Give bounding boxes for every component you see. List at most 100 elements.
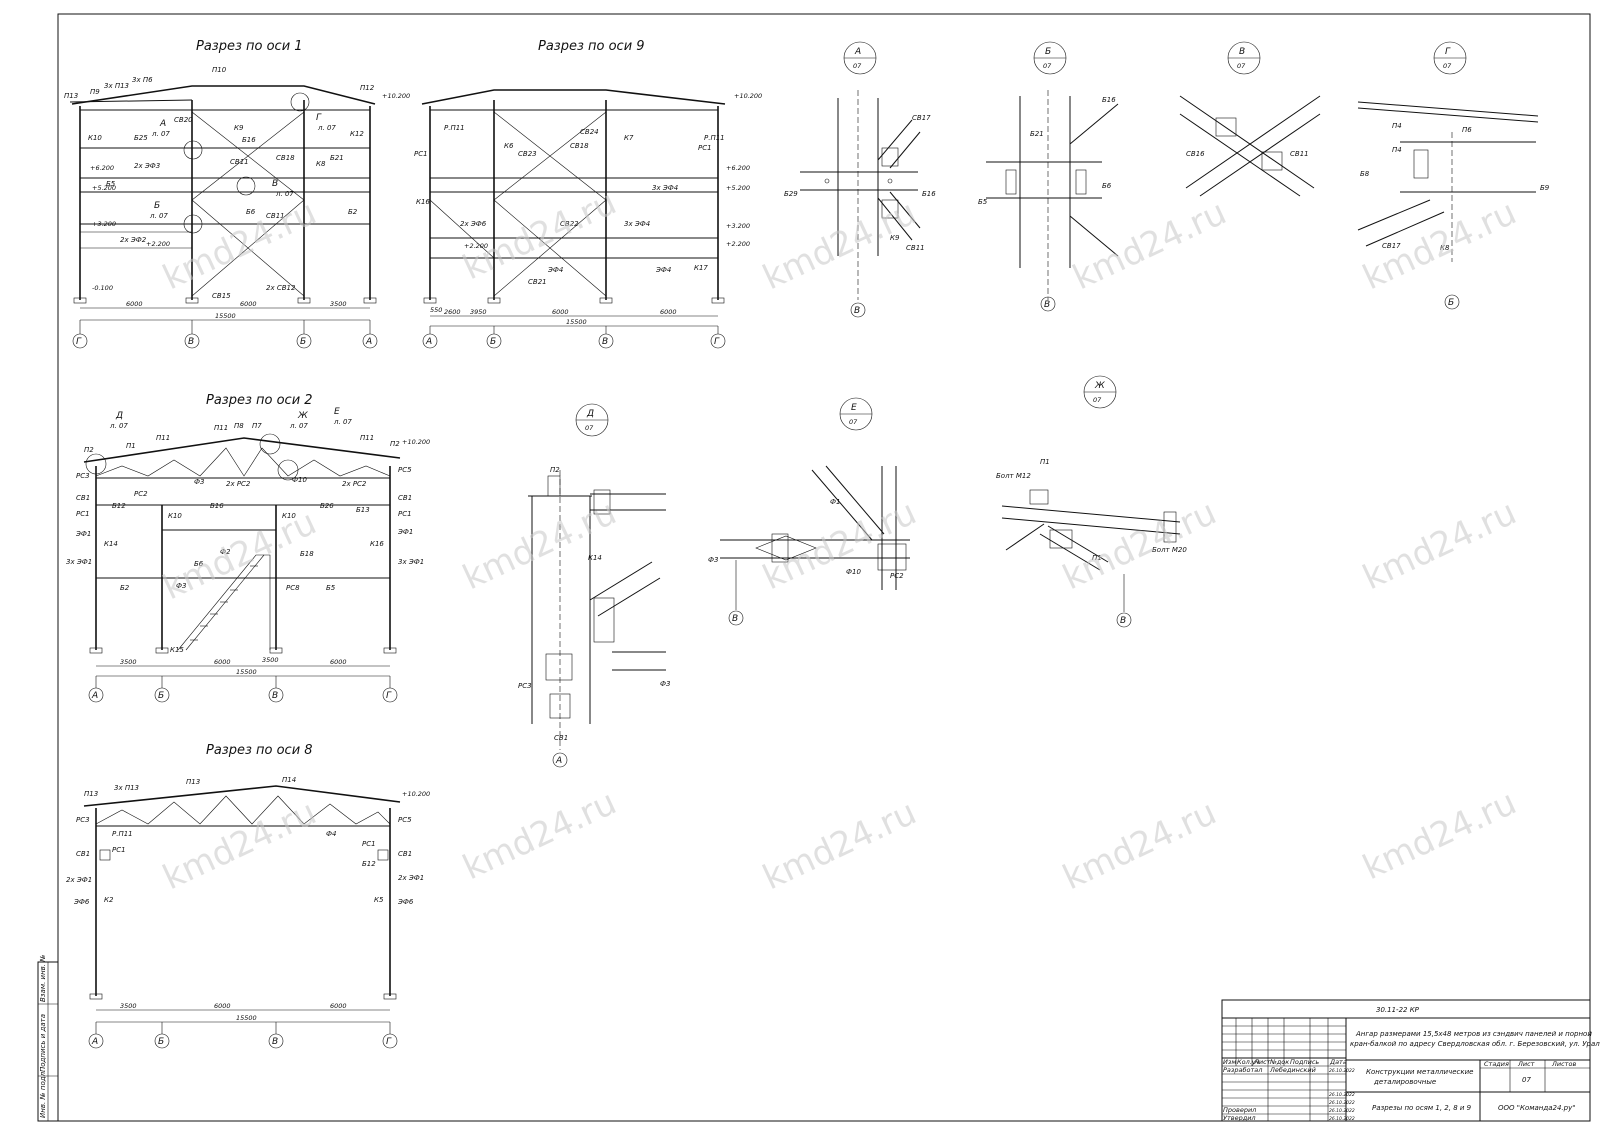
svg-text:Ф1: Ф1 xyxy=(830,498,840,506)
svg-text:П7: П7 xyxy=(252,422,262,430)
svg-text:Д: Д xyxy=(586,409,594,419)
svg-text:Ф3: Ф3 xyxy=(660,680,670,688)
section-axis-1: Разрез по оси 1 А л. 07 В л. xyxy=(64,39,410,349)
svg-text:26.10.2022: 26.10.2022 xyxy=(1329,1068,1355,1074)
svg-text:2х РС2: 2х РС2 xyxy=(342,480,367,488)
svg-text:ООО "Команда24.ру": ООО "Команда24.ру" xyxy=(1498,1104,1575,1112)
svg-text:+6.200: +6.200 xyxy=(90,164,114,172)
svg-text:ЭФ6: ЭФ6 xyxy=(73,898,90,906)
node-g-callout xyxy=(290,92,310,112)
svg-text:Б16: Б16 xyxy=(242,136,256,144)
svg-text:К8: К8 xyxy=(316,160,326,168)
svg-text:П8: П8 xyxy=(234,422,244,430)
svg-text:6000: 6000 xyxy=(240,300,257,308)
svg-text:Ф3: Ф3 xyxy=(176,582,186,590)
svg-text:Подпись и дата: Подпись и дата xyxy=(39,1014,47,1072)
svg-text:К12: К12 xyxy=(350,130,364,138)
svg-text:П1: П1 xyxy=(1092,554,1102,562)
svg-text:РС1: РС1 xyxy=(362,840,376,848)
svg-text:Б: Б xyxy=(490,337,496,347)
svg-text:Г: Г xyxy=(386,1037,392,1047)
node-v-mark: В xyxy=(272,179,278,189)
svg-text:СВ11: СВ11 xyxy=(230,158,249,166)
svg-text:кран-балкой по адресу Свердлов: кран-балкой по адресу Свердловская обл. … xyxy=(1350,1040,1600,1048)
svg-text:+3.200: +3.200 xyxy=(92,220,116,228)
svg-text:СВ17: СВ17 xyxy=(912,114,931,122)
svg-text:Б8: Б8 xyxy=(1360,170,1370,178)
svg-text:Ф2: Ф2 xyxy=(220,548,231,556)
svg-text:6000: 6000 xyxy=(660,308,677,316)
svg-text:СВ1: СВ1 xyxy=(398,850,412,858)
svg-text:л. 07: л. 07 xyxy=(333,418,352,426)
svg-text:П12: П12 xyxy=(360,84,375,92)
svg-text:П2: П2 xyxy=(550,466,560,474)
svg-text:2х ЭФ6: 2х ЭФ6 xyxy=(460,220,487,228)
svg-text:Б9: Б9 xyxy=(1540,184,1550,192)
svg-text:2х ЭФ3: 2х ЭФ3 xyxy=(134,162,160,170)
svg-text:07: 07 xyxy=(1237,62,1246,70)
svg-text:л. 07: л. 07 xyxy=(289,422,308,430)
svg-text:Б13: Б13 xyxy=(356,506,370,514)
svg-text:Р.П11: Р.П11 xyxy=(444,124,465,132)
svg-text:РС2: РС2 xyxy=(890,572,904,580)
svg-text:15500: 15500 xyxy=(566,318,587,326)
svg-text:СВ17: СВ17 xyxy=(1382,242,1401,250)
svg-text:Е: Е xyxy=(851,403,857,413)
svg-text:Инв. № подл.: Инв. № подл. xyxy=(39,1070,47,1118)
svg-text:СВ23: СВ23 xyxy=(518,150,537,158)
svg-text:15500: 15500 xyxy=(236,1014,257,1022)
svg-text:СВ24: СВ24 xyxy=(580,128,599,136)
svg-text:Б21: Б21 xyxy=(1030,130,1044,138)
svg-text:Подпись: Подпись xyxy=(1290,1058,1319,1066)
svg-text:2х СВ12: 2х СВ12 xyxy=(266,284,296,292)
section-axis-8: Разрез по оси 8 +10.200 П13 3х П13 П13 П… xyxy=(66,743,430,1049)
svg-text:-0.100: -0.100 xyxy=(92,284,113,292)
svg-text:Лист: Лист xyxy=(1253,1058,1271,1066)
svg-text:П9: П9 xyxy=(90,88,100,96)
svg-text:К17: К17 xyxy=(694,264,708,272)
svg-text:В: В xyxy=(1239,47,1245,57)
svg-text:2х ЭФ2: 2х ЭФ2 xyxy=(120,236,147,244)
svg-text:В: В xyxy=(1120,616,1126,626)
svg-text:Б21: Б21 xyxy=(330,154,344,162)
svg-text:Ж: Ж xyxy=(297,411,308,421)
svg-text:Листов: Листов xyxy=(1551,1060,1576,1068)
detail-node-v: В 07 СВ16 СВ11 xyxy=(1179,41,1321,197)
svg-text:3х ЭФ1: 3х ЭФ1 xyxy=(66,558,92,566)
svg-text:К8: К8 xyxy=(1440,244,1450,252)
svg-text:деталировочные: деталировочные xyxy=(1373,1078,1436,1086)
svg-text:ЭФ1: ЭФ1 xyxy=(397,528,413,536)
svg-text:А: А xyxy=(91,1037,98,1047)
svg-text:+5.200: +5.200 xyxy=(92,184,116,192)
svg-text:СВ1: СВ1 xyxy=(554,734,568,742)
svg-text:СВ1: СВ1 xyxy=(76,494,90,502)
svg-text:СВ20: СВ20 xyxy=(174,116,193,124)
svg-text:РС1: РС1 xyxy=(76,510,90,518)
svg-text:Г: Г xyxy=(1445,47,1451,57)
section-2-title: Разрез по оси 2 xyxy=(206,393,313,408)
svg-text:Г: Г xyxy=(714,337,720,347)
svg-text:Б2: Б2 xyxy=(120,584,130,592)
svg-text:Г: Г xyxy=(76,337,82,347)
svg-text:Б16: Б16 xyxy=(922,190,936,198)
svg-text:2600: 2600 xyxy=(444,308,461,316)
svg-text:РС3: РС3 xyxy=(518,682,532,690)
svg-text:СВ11: СВ11 xyxy=(906,244,925,252)
svg-text:07: 07 xyxy=(1443,62,1452,70)
detail-node-zh: Ж 07 П1 Болт М12 Болт М20 П1 В xyxy=(996,375,1187,628)
svg-text:ЭФ4: ЭФ4 xyxy=(547,266,563,274)
svg-text:П6: П6 xyxy=(1462,126,1472,134)
svg-text:Б5: Б5 xyxy=(326,584,336,592)
svg-text:П2: П2 xyxy=(390,440,400,448)
svg-text:ЭФ4: ЭФ4 xyxy=(655,266,671,274)
svg-text:+10.200: +10.200 xyxy=(402,438,430,446)
svg-text:СВ18: СВ18 xyxy=(570,142,589,150)
svg-text:Р.П11: Р.П11 xyxy=(704,134,725,142)
svg-text:07: 07 xyxy=(1093,396,1102,404)
svg-text:Г: Г xyxy=(386,691,392,701)
svg-text:6000: 6000 xyxy=(126,300,143,308)
svg-text:СВ11: СВ11 xyxy=(266,212,285,220)
svg-text:Дата: Дата xyxy=(1329,1058,1347,1066)
svg-text:6000: 6000 xyxy=(214,1002,231,1010)
svg-text:П11: П11 xyxy=(360,434,374,442)
